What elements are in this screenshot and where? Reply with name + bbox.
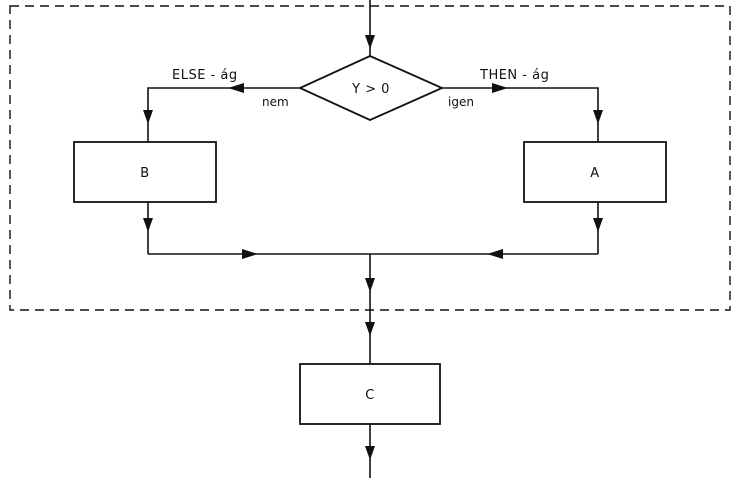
else-answer-label: nem (262, 95, 289, 109)
then-answer-label: igen (448, 95, 474, 109)
block-b (73, 141, 217, 203)
merge-right-arrow-icon (487, 249, 503, 259)
exit-arrow-icon (365, 446, 375, 460)
b-out-arrow-icon (143, 218, 153, 232)
merge-out-arrow-icon (365, 278, 375, 292)
merge-left-arrow-icon (242, 249, 258, 259)
then-branch-arrow-icon (492, 83, 508, 93)
c-in-arrow-icon (365, 322, 375, 336)
else-branch-title: ELSE - ág (172, 68, 238, 83)
else-down-arrow-icon (143, 110, 153, 124)
block-a (523, 141, 667, 203)
then-down-arrow-icon (593, 110, 603, 124)
decision-diamond (297, 55, 445, 121)
condition-label: Y > 0 (351, 82, 390, 97)
block-b-label: B (140, 166, 149, 181)
entry-arrow-icon (365, 35, 375, 49)
then-branch-title: THEN - ág (479, 68, 549, 83)
block-c (299, 363, 441, 425)
block-c-label: C (365, 388, 375, 403)
else-branch-arrow-icon (228, 83, 244, 93)
block-a-label: A (590, 166, 599, 181)
a-out-arrow-icon (593, 218, 603, 232)
